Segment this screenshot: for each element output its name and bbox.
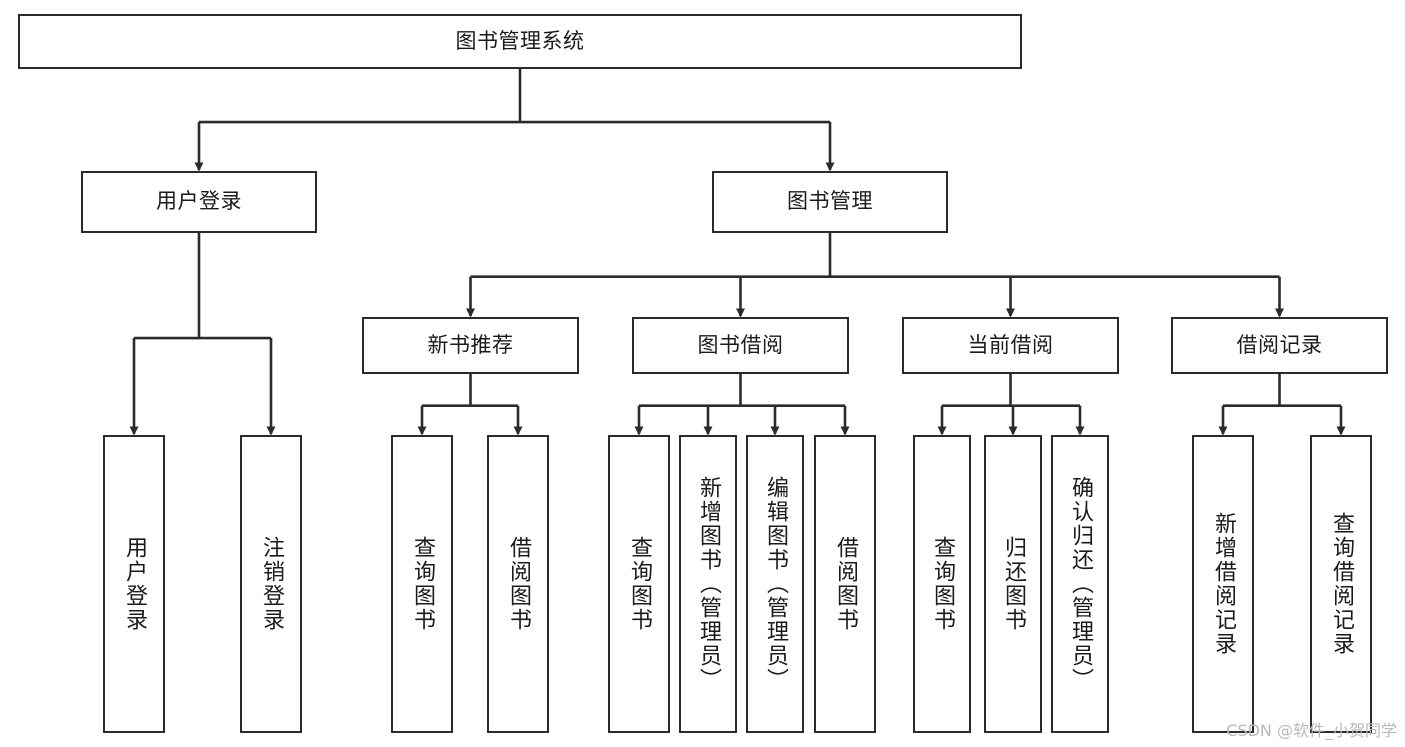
node-label: 借阅图书 xyxy=(833,536,858,632)
node-label: 编辑图书（管理员） xyxy=(763,476,788,692)
node-label: 查询借阅记录 xyxy=(1329,512,1354,656)
node-leaf-6[interactable]: 编辑图书（管理员） xyxy=(746,435,804,733)
node-leaf-1[interactable]: 注销登录 xyxy=(240,435,302,733)
node-label: 用户登录 xyxy=(156,189,242,214)
node-l2-0[interactable]: 用户登录 xyxy=(81,171,317,233)
node-label: 图书管理 xyxy=(787,189,873,214)
csdn-watermark: CSDN @软件_小贺同学 xyxy=(1226,721,1397,740)
node-leaf-8[interactable]: 查询图书 xyxy=(913,435,971,733)
node-label: 当前借阅 xyxy=(967,332,1054,357)
node-leaf-2[interactable]: 查询图书 xyxy=(391,435,453,733)
node-l3-0[interactable]: 新书推荐 xyxy=(362,317,579,374)
node-label: 借阅图书 xyxy=(506,536,531,632)
node-leaf-10[interactable]: 确认归还（管理员） xyxy=(1051,435,1109,733)
node-leaf-3[interactable]: 借阅图书 xyxy=(487,435,549,733)
node-leaf-7[interactable]: 借阅图书 xyxy=(814,435,876,733)
node-label: 注销登录 xyxy=(259,536,284,632)
node-l2-1[interactable]: 图书管理 xyxy=(712,171,948,233)
node-label: 图书借阅 xyxy=(697,332,784,357)
node-label: 新增借阅记录 xyxy=(1211,512,1236,656)
node-leaf-12[interactable]: 查询借阅记录 xyxy=(1310,435,1372,733)
node-label: 新书推荐 xyxy=(427,332,514,357)
node-l3-2[interactable]: 当前借阅 xyxy=(902,317,1119,374)
node-leaf-5[interactable]: 新增图书（管理员） xyxy=(679,435,737,733)
node-l3-1[interactable]: 图书借阅 xyxy=(632,317,849,374)
node-label: 借阅记录 xyxy=(1236,332,1323,357)
node-label: 归还图书 xyxy=(1001,536,1026,632)
node-label: 用户登录 xyxy=(122,536,147,632)
node-label: 查询图书 xyxy=(627,536,652,632)
node-leaf-4[interactable]: 查询图书 xyxy=(608,435,670,733)
node-label: 查询图书 xyxy=(930,536,955,632)
node-root[interactable]: 图书管理系统 xyxy=(18,14,1022,69)
node-label: 新增图书（管理员） xyxy=(696,476,721,692)
node-leaf-11[interactable]: 新增借阅记录 xyxy=(1192,435,1254,733)
node-l3-3[interactable]: 借阅记录 xyxy=(1171,317,1388,374)
node-leaf-9[interactable]: 归还图书 xyxy=(984,435,1042,733)
node-label: 确认归还（管理员） xyxy=(1068,476,1093,692)
node-label: 查询图书 xyxy=(410,536,435,632)
node-label: 图书管理系统 xyxy=(455,28,585,53)
node-leaf-0[interactable]: 用户登录 xyxy=(103,435,165,733)
